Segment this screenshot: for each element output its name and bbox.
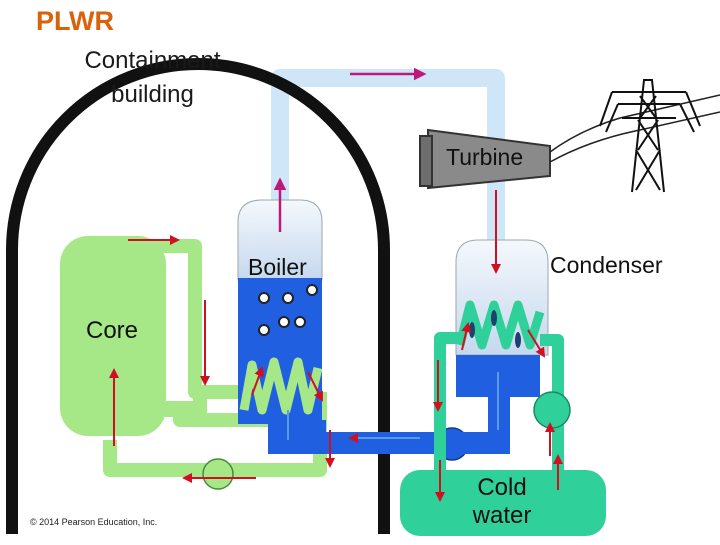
- cold-water-reservoir: [400, 470, 606, 536]
- reactor-core: [60, 236, 166, 436]
- boiler-steam-dome: [237, 199, 323, 281]
- containment-wall: [5, 58, 390, 534]
- boiler-label: Boiler: [248, 254, 307, 280]
- cooling-water-loop: [434, 332, 564, 478]
- diagram-title: PLWR: [36, 6, 114, 36]
- boiler-bottom-tank: [268, 420, 326, 454]
- transmission-tower: [599, 79, 701, 193]
- power-lines: [549, 94, 720, 163]
- cooling-pump: [533, 391, 571, 429]
- core-label: Core: [86, 317, 139, 344]
- flow-arrow-coil-out: [307, 371, 323, 402]
- flow-arrow-cond-right: [527, 329, 546, 358]
- primary-loop-return: [160, 392, 207, 415]
- flow-arrow-cond-left: [461, 322, 472, 351]
- condenser-label: Condenser: [550, 252, 663, 278]
- copyright-notice: © 2014 Pearson Education, Inc.: [30, 517, 158, 527]
- flow-arrows: [109, 190, 563, 502]
- containment-building-label: Containment building: [84, 47, 221, 108]
- condenser-droplets: [469, 310, 521, 348]
- condenser-cooling-coil: [455, 300, 545, 350]
- steam-arrows: [273, 67, 427, 232]
- turbine-rear: [419, 135, 433, 187]
- cold-water-label: Cold water: [472, 474, 532, 529]
- boiler-bubbles: [258, 284, 318, 336]
- primary-pump: [202, 458, 234, 490]
- boiler-to-condenser-pipe: [318, 432, 448, 454]
- water-flow-arrows: [287, 372, 499, 443]
- steam-line: [271, 69, 505, 215]
- turbine-label: Turbine: [446, 144, 524, 170]
- flow-arrow-coil: [251, 366, 264, 396]
- boiler-heat-exchanger-coil: [239, 357, 323, 415]
